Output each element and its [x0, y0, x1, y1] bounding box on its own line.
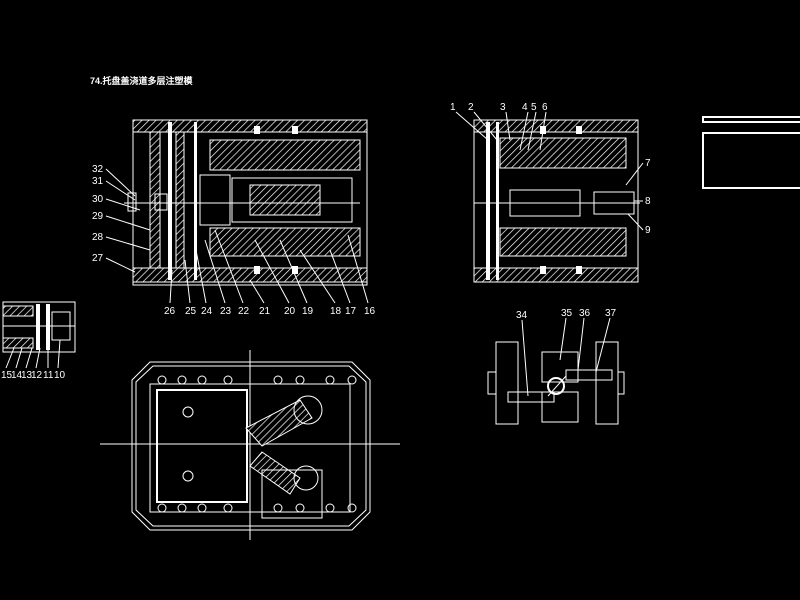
- part-label: 29: [92, 211, 104, 222]
- part-label: 6: [542, 102, 548, 113]
- labels-small-group: 15 14 13 12 11 10: [1, 339, 66, 381]
- left-section-view: [124, 119, 368, 286]
- part-label: 32: [92, 164, 104, 175]
- labels-bottom-group: 26 25 24 23 22 21 20 19 18 17 16: [164, 229, 376, 317]
- part-label: 7: [645, 158, 651, 169]
- part-label: 37: [605, 308, 617, 319]
- part-label: 34: [516, 310, 528, 321]
- mechanism-detail-view: [487, 341, 625, 425]
- plan-view: [100, 350, 400, 540]
- labels-top-right-group: 1 2 3 4 5 6: [450, 102, 548, 151]
- part-label: 27: [92, 253, 104, 264]
- small-detail-view: [2, 301, 76, 353]
- part-label: 5: [531, 102, 537, 113]
- part-label: 36: [579, 308, 591, 319]
- part-label: 31: [92, 176, 104, 187]
- right-section-view: [473, 119, 640, 283]
- part-label: 16: [364, 306, 376, 317]
- part-label: 4: [522, 102, 528, 113]
- part-label: 30: [92, 194, 104, 205]
- part-label: 13: [21, 370, 33, 381]
- part-label: 23: [220, 306, 232, 317]
- part-label: 15: [1, 370, 13, 381]
- part-label: 20: [284, 306, 296, 317]
- labels-right-group: 7 8 9: [625, 158, 651, 236]
- part-label: 35: [561, 308, 573, 319]
- part-label: 12: [31, 370, 43, 381]
- part-label: 28: [92, 232, 104, 243]
- part-label: 3: [500, 102, 506, 113]
- part-label: 18: [330, 306, 342, 317]
- part-label: 17: [345, 306, 357, 317]
- part-label: 9: [645, 225, 651, 236]
- title-block: [702, 116, 800, 189]
- labels-detail-group: 34 35 36 37: [516, 308, 617, 397]
- part-label: 14: [11, 370, 23, 381]
- part-label: 26: [164, 306, 176, 317]
- part-label: 8: [645, 196, 651, 207]
- part-label: 10: [54, 370, 66, 381]
- part-label: 19: [302, 306, 314, 317]
- part-label: 22: [238, 306, 250, 317]
- drawing-title: 74.托盘盖浇道多层注塑模: [90, 75, 194, 86]
- part-label: 2: [468, 102, 474, 113]
- labels-left-group: 32 31 30 29 28 27: [92, 164, 151, 273]
- part-label: 1: [450, 102, 456, 113]
- part-label: 21: [259, 306, 271, 317]
- part-label: 11: [43, 370, 54, 381]
- part-label: 24: [201, 306, 213, 317]
- part-label: 25: [185, 306, 197, 317]
